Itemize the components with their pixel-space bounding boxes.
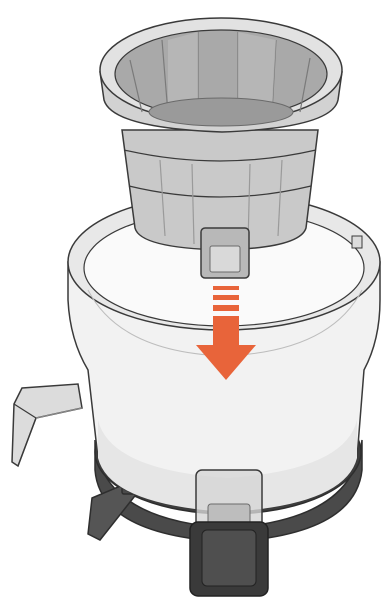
pulp-cap <box>190 522 268 596</box>
juice-spout <box>12 384 82 466</box>
